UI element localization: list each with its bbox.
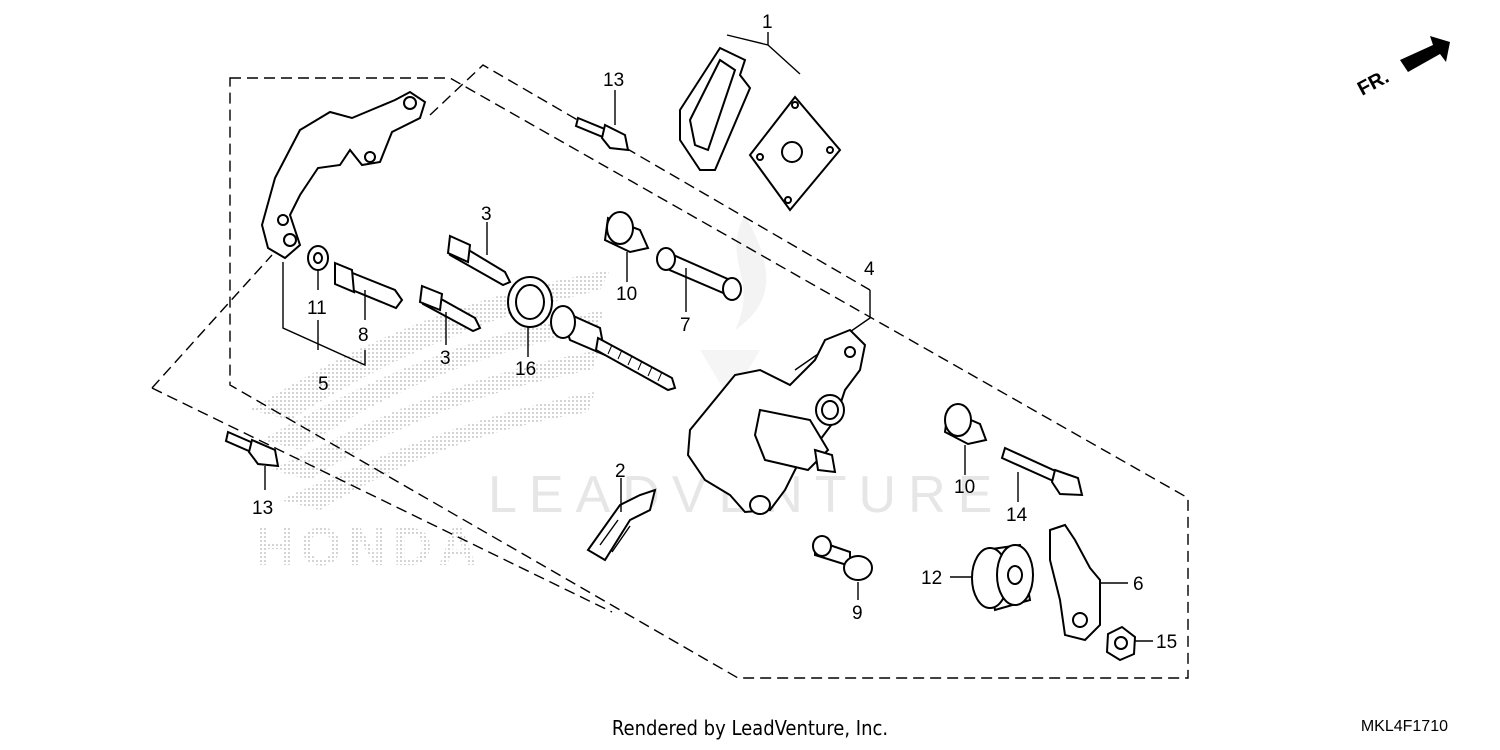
part-5-bracket-line: [282, 262, 366, 367]
bracket-group-outline: [151, 64, 871, 613]
brake-pads: [679, 46, 842, 212]
piston-rod: [550, 305, 677, 392]
part-label-13a: 13: [603, 70, 624, 91]
part-label-14: 14: [1006, 505, 1028, 526]
pin-3-upper: [446, 234, 512, 287]
direction-label: FR.: [1354, 66, 1393, 101]
brake-plate-6: [1049, 523, 1101, 642]
boot-10-lower: [943, 403, 988, 446]
rendered-by-footer: Rendered by LeadVenture, Inc.: [611, 716, 889, 740]
leadventure-flame-watermark: [700, 215, 767, 400]
part-label-9: 9: [852, 603, 863, 624]
pin-3-lower: [418, 284, 482, 333]
front-direction-arrow: FR.: [1354, 36, 1450, 100]
seal-16: [507, 276, 553, 328]
part-label-10b: 10: [954, 477, 975, 498]
honda-logo-text: HONDA: [255, 517, 483, 577]
pin-7: [656, 247, 742, 301]
caliper-bracket: [260, 90, 427, 260]
part-1-leader: [726, 32, 801, 75]
part-label-10a: 10: [616, 284, 637, 305]
assembly-outline: [229, 77, 1189, 679]
bolt-14: [1000, 446, 1084, 497]
part-label-5: 5: [318, 374, 329, 395]
part-label-7: 7: [680, 315, 691, 336]
part-label-3b: 3: [440, 348, 451, 369]
nut-15: [1105, 625, 1137, 662]
boot-10-upper: [603, 211, 650, 254]
part-label-4: 4: [864, 259, 875, 280]
caliper-body: [686, 328, 867, 515]
part-label-6: 6: [1133, 574, 1144, 595]
bleed-screw-9: [812, 535, 873, 581]
pin-8: [334, 261, 404, 310]
part-label-12: 12: [921, 568, 942, 589]
part-label-15: 15: [1156, 632, 1177, 653]
part-label-16: 16: [515, 359, 536, 380]
part-label-8: 8: [358, 325, 369, 346]
part-label-13b: 13: [252, 498, 273, 519]
bolt-13-lower: [224, 430, 280, 468]
part-labels: 1 2 3 3 4 5 6 7 8 9 10 10 11 12 13 13 14…: [252, 12, 1177, 653]
diagram-code: MKL4F1710: [1360, 718, 1448, 735]
part-label-2: 2: [615, 461, 626, 482]
bolt-13-upper: [574, 116, 630, 152]
part-label-3a: 3: [481, 204, 492, 225]
roller-12: [971, 543, 1034, 612]
part-label-11: 11: [307, 298, 327, 319]
collar-11: [307, 245, 329, 271]
pad-spring-clip: [586, 488, 657, 562]
part-label-1: 1: [762, 12, 773, 33]
